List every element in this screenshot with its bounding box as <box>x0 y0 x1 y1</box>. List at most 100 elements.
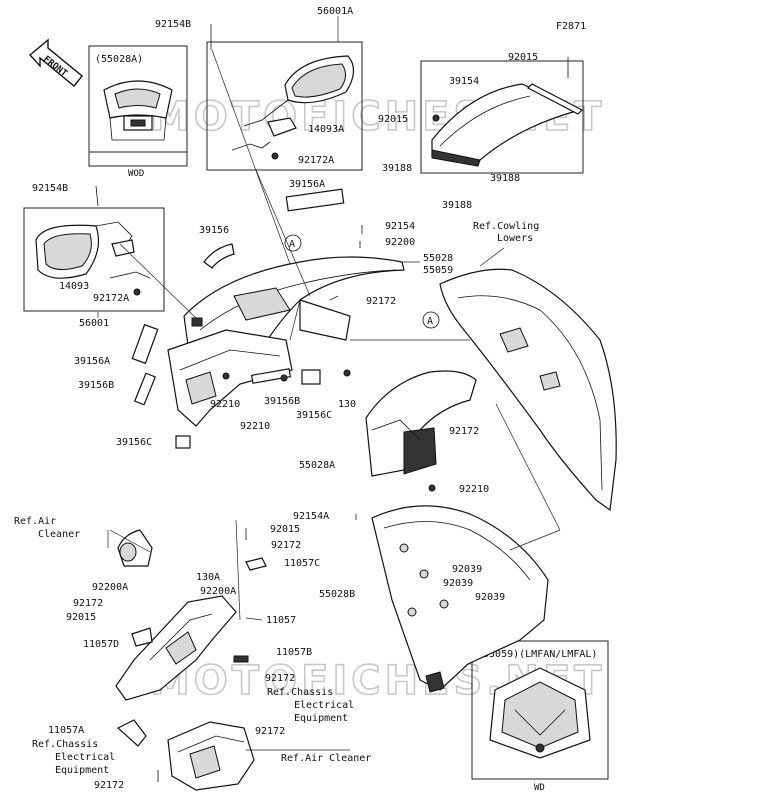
air-cleaner-ref-part <box>117 529 153 567</box>
label-39156B-left: 39156B <box>78 380 114 391</box>
label-14093A: 14093A <box>308 124 344 135</box>
label-39188-b: 39188 <box>442 200 472 211</box>
callout-a-1: A <box>284 234 302 252</box>
label-92210-c: 92210 <box>459 484 489 495</box>
label-ref-chassis-l2: Electrical <box>55 752 115 763</box>
label-39156C-mid: 39156C <box>296 410 332 421</box>
mirror-56001-part <box>35 221 151 296</box>
label-11057C: 11057C <box>284 558 320 569</box>
label-92210-b: 92210 <box>240 421 270 432</box>
label-39156A-left: 39156A <box>74 356 110 367</box>
pad-39156B-mid-part <box>250 368 292 384</box>
label-ref-air-2: Cleaner <box>38 529 80 540</box>
side-cowl-part <box>439 268 617 512</box>
bracket-11057D-part <box>131 627 153 647</box>
label-92039-a: 92039 <box>452 564 482 575</box>
inset-55059-part <box>489 667 591 759</box>
inset-55059-footer: WD <box>534 783 545 793</box>
label-92154B-left: 92154B <box>32 183 68 194</box>
bolt-icons <box>95 24 569 782</box>
label-92015-mid: 92015 <box>378 114 408 125</box>
mirror-56001-frame <box>23 207 165 312</box>
label-92154B-top: 92154B <box>155 19 191 30</box>
leader-lines <box>97 16 561 751</box>
mirror-56001A-part <box>231 55 355 160</box>
label-92015-low: 92015 <box>270 524 300 535</box>
label-ref-air-1: Ref.Air <box>14 516 56 527</box>
label-56001: 56001 <box>79 318 109 329</box>
label-39188-r: 39188 <box>490 173 520 184</box>
label-55028B: 55028B <box>319 589 355 600</box>
label-ref-chassis-r2: Electrical <box>294 700 354 711</box>
bracket-11057A-part <box>116 719 147 747</box>
label-92172-r: 92172 <box>449 426 479 437</box>
label-92200A-l: 92200A <box>92 582 128 593</box>
label-92172-low2: 92172 <box>73 598 103 609</box>
label-39156A-top: 39156A <box>289 179 325 190</box>
label-130: 130 <box>338 399 356 410</box>
inset-55028A-caption: (55028A) <box>95 54 143 65</box>
label-92200A-r: 92200A <box>200 586 236 597</box>
label-92172A-left: 92172A <box>93 293 129 304</box>
label-130A: 130A <box>196 572 220 583</box>
label-92154A: 92154A <box>293 511 329 522</box>
label-11057B: 11057B <box>276 647 312 658</box>
label-92039-b: 92039 <box>443 578 473 589</box>
label-39156C-left: 39156C <box>116 437 152 448</box>
pad-39156B-left-part <box>133 372 157 406</box>
label-92015-top: 92015 <box>508 52 538 63</box>
svg-text:A: A <box>289 239 295 250</box>
bracket-11057-part <box>115 595 249 701</box>
label-ref-chassis-l1: Ref.Chassis <box>32 739 98 750</box>
figure-code: F2871 <box>556 21 586 32</box>
windscreen-frame <box>420 60 584 174</box>
label-ref-chassis-l3: Equipment <box>55 765 109 776</box>
label-39156: 39156 <box>199 225 229 236</box>
label-ref-chassis-r1: Ref.Chassis <box>267 687 333 698</box>
inner-panel-55028B-part <box>371 505 549 693</box>
label-ref-cowling-1: Ref.Cowling <box>473 221 539 232</box>
label-92172-mid: 92172 <box>366 296 396 307</box>
label-92039-c: 92039 <box>475 592 505 603</box>
label-11057D: 11057D <box>83 639 119 650</box>
lower-air-cleaner-part <box>167 721 255 791</box>
label-92172-low3: 92172 <box>265 673 295 684</box>
pad-39156A-left-part <box>131 323 159 365</box>
part-labels: 92154B 56001A 92015 39154 92015 14093A 9… <box>14 6 539 791</box>
svg-text:A: A <box>427 316 433 327</box>
label-92172-bottom: 92172 <box>94 780 124 791</box>
label-39156B-mid: 39156B <box>264 396 300 407</box>
label-92210-a: 92210 <box>210 399 240 410</box>
inset-55028A-footer: WOD <box>128 169 144 179</box>
label-92172-low1: 92172 <box>271 540 301 551</box>
center-panel-55028A-part <box>365 370 477 477</box>
callout-a-2: A <box>422 311 440 329</box>
front-arrow-icon: FRONT <box>28 38 83 87</box>
label-55028A: 55028A <box>299 460 335 471</box>
pad-39156C-left-part <box>175 435 191 449</box>
label-55028: 55028 <box>423 253 453 264</box>
label-92015-left: 92015 <box>66 612 96 623</box>
label-39188-l: 39188 <box>382 163 412 174</box>
label-92172A-top: 92172A <box>298 155 334 166</box>
inset-55059-caption: (55059)(LMFAN/LMFAL) <box>477 649 597 660</box>
label-11057A: 11057A <box>48 725 84 736</box>
label-92154: 92154 <box>385 221 415 232</box>
hose-39156-part <box>203 243 235 269</box>
label-92200: 92200 <box>385 237 415 248</box>
pad-39156A-part <box>285 188 345 212</box>
label-ref-chassis-r3: Equipment <box>294 713 348 724</box>
pad-39156C-mid-part <box>301 369 321 385</box>
label-56001A: 56001A <box>317 6 353 17</box>
label-14093: 14093 <box>59 281 89 292</box>
inner-stay-part <box>167 329 293 427</box>
bracket-11057C-part <box>245 557 267 571</box>
windscreen-part <box>431 83 584 167</box>
label-ref-air-cleaner: Ref.Air Cleaner <box>281 753 371 764</box>
label-ref-cowling-2: Lowers <box>497 233 533 244</box>
label-11057: 11057 <box>266 615 296 626</box>
inset-55059-frame <box>471 640 609 780</box>
inset-55028A-part <box>103 80 173 141</box>
label-92172-low4: 92172 <box>255 726 285 737</box>
